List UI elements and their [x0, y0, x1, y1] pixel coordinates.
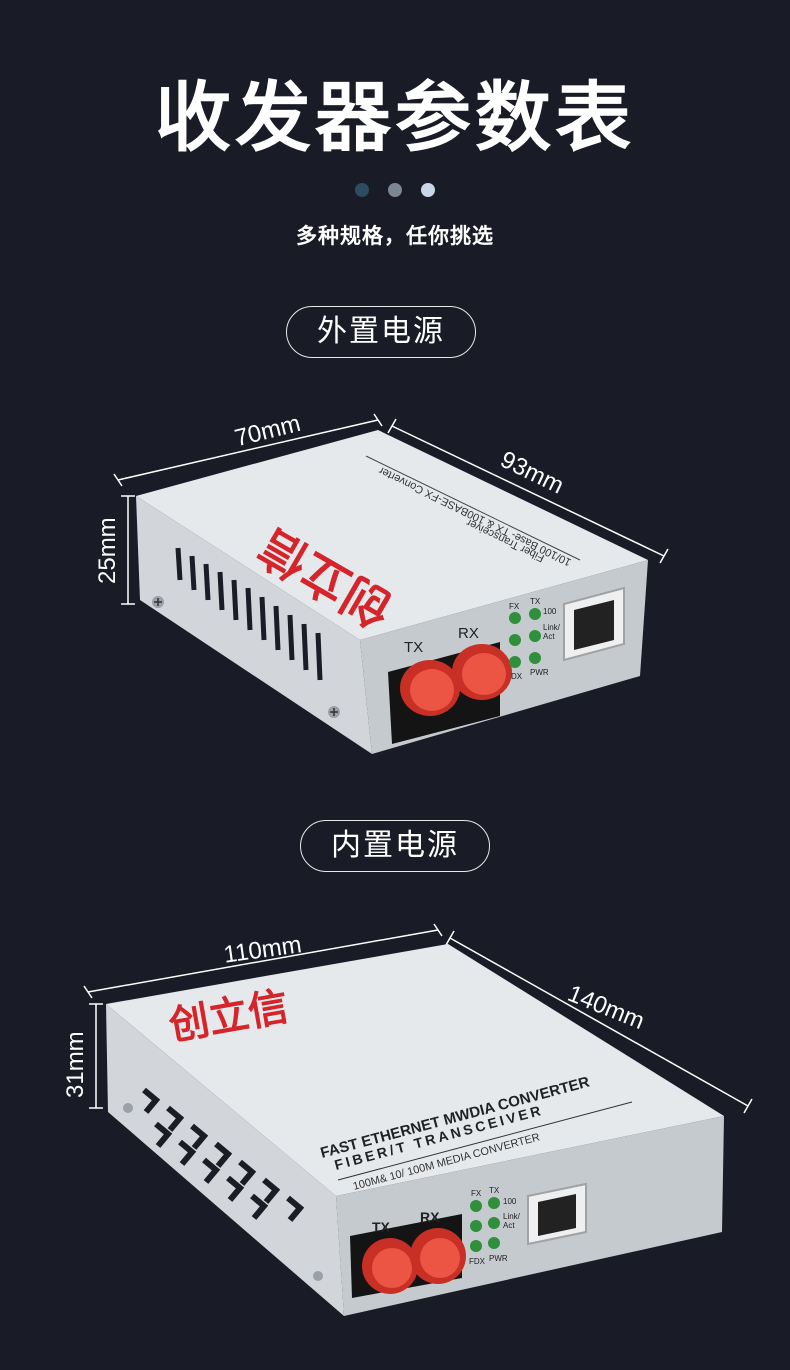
rj45-port-icon — [527, 1182, 587, 1246]
vent-slots — [175, 547, 323, 681]
led-label-fx: FX — [471, 1189, 482, 1198]
led-label-act: Act — [503, 1221, 515, 1230]
screw-icon — [313, 1271, 323, 1281]
led-label-tx: TX — [489, 1186, 500, 1195]
led-label-fdx: FDX — [469, 1257, 486, 1266]
led-label-link: Link/ — [503, 1212, 521, 1221]
screw-icon — [123, 1103, 133, 1113]
section-label-external: 外置电源 — [286, 306, 476, 358]
fiber-connector-rx — [452, 644, 512, 700]
led-label-tx: TX — [530, 597, 541, 606]
fiber-connector-tx — [400, 660, 460, 716]
led-label-100: 100 — [543, 607, 557, 616]
page-title: 收发器参数表 — [155, 73, 635, 162]
device-external-illustration: Fiber Transceiver 10/100 Base- TX & 100B… — [113, 413, 669, 754]
led-indicators — [509, 608, 541, 668]
rj45-port-icon — [563, 586, 625, 662]
led-indicators — [470, 1197, 500, 1252]
dot-3 — [421, 183, 435, 197]
port-label-tx: TX — [372, 1219, 391, 1235]
led-label-dx: DX — [511, 672, 523, 681]
screw-icon — [152, 596, 340, 718]
fiber-connector-rx — [410, 1228, 466, 1284]
led-label-pwr: PWR — [530, 668, 549, 677]
page-subtitle: 多种规格，任你挑选 — [296, 224, 494, 248]
top-face — [106, 944, 724, 1196]
dimension-lines — [83, 923, 753, 1114]
led-label-100: 100 — [503, 1197, 517, 1206]
vent-slots — [142, 1087, 305, 1222]
port-label-rx: RX — [420, 1209, 440, 1225]
section-label-internal: 内置电源 — [300, 820, 490, 872]
top-face — [136, 430, 648, 640]
led-label-fx: FX — [509, 602, 520, 611]
led-label-act: Act — [543, 632, 555, 641]
fiber-connector-tx — [362, 1238, 418, 1294]
dimension-lines — [113, 413, 669, 605]
led-label-link: Link/ — [543, 623, 561, 632]
port-label-rx: RX — [458, 625, 479, 642]
device-internal-illustration: 创立信 FAST ETHERNET MWDIA CONVERTER FIBER/… — [83, 923, 753, 1316]
led-label-pwr: PWR — [489, 1254, 508, 1263]
dot-2 — [388, 183, 402, 197]
port-label-tx: TX — [404, 639, 423, 656]
dot-1 — [355, 183, 369, 197]
left-face — [136, 496, 372, 754]
pagination-dots — [0, 183, 790, 197]
